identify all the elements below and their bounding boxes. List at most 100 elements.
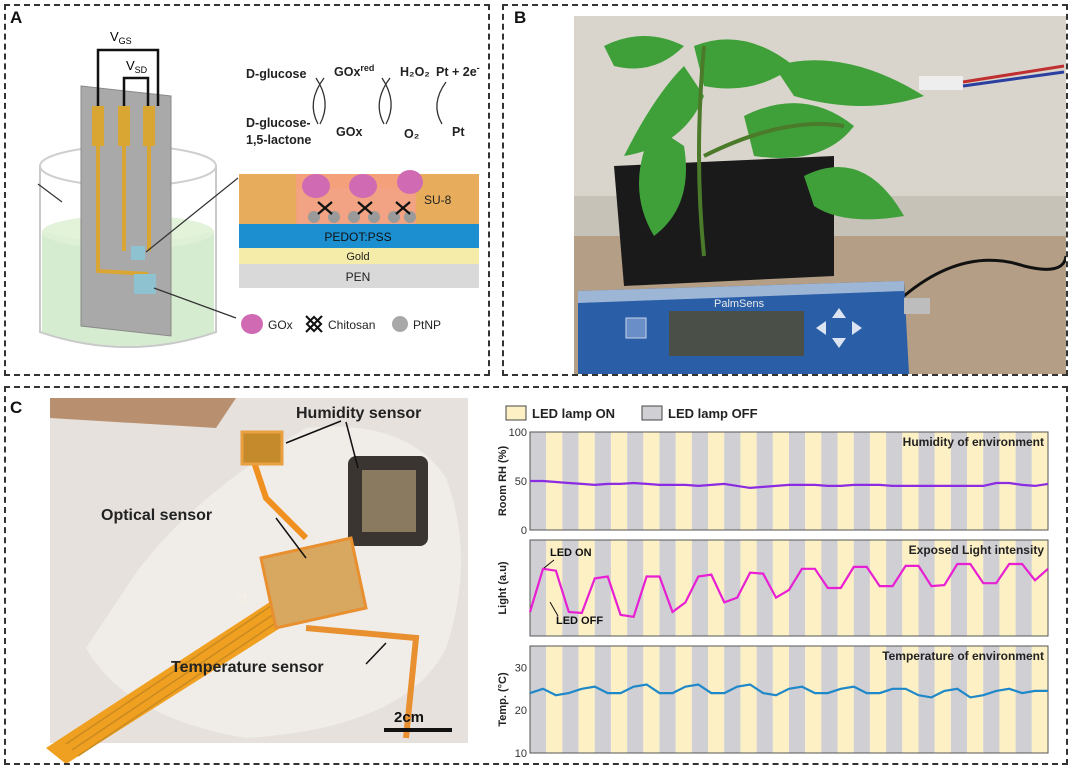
stripe-on bbox=[740, 432, 757, 530]
y-tick-label: 100 bbox=[509, 427, 527, 439]
stripe-on bbox=[934, 540, 951, 636]
stripe-on bbox=[708, 540, 725, 636]
stripe-off bbox=[789, 432, 806, 530]
stripe-off bbox=[627, 540, 644, 636]
series-line-1 bbox=[528, 562, 1049, 619]
stripe-on bbox=[610, 540, 628, 636]
panel-c-photo: d Humidity sensor Optical sensor Tempera… bbox=[46, 398, 468, 763]
stripe-on bbox=[999, 646, 1016, 753]
stripe-on bbox=[902, 432, 919, 530]
stripe-on bbox=[675, 432, 692, 530]
stripe-off bbox=[691, 646, 709, 753]
stripe-off bbox=[530, 646, 547, 753]
stripe-on bbox=[546, 540, 563, 636]
stripe-on bbox=[675, 646, 692, 753]
annotation-arrow-off bbox=[549, 601, 559, 617]
stripe-on bbox=[837, 646, 854, 753]
y-tick-label: 20 bbox=[515, 705, 527, 717]
pt-2e-text: Pt + 2e- bbox=[436, 63, 480, 79]
panel-a: A VGS VSD bbox=[4, 4, 490, 376]
stripe-off bbox=[724, 432, 741, 530]
legend-on-swatch bbox=[505, 405, 527, 421]
stripe-off bbox=[918, 646, 935, 753]
stripe-on bbox=[805, 432, 822, 530]
stripe-on bbox=[708, 432, 725, 530]
stripe-on bbox=[869, 432, 887, 530]
stripe-on bbox=[772, 432, 789, 530]
plant bbox=[604, 36, 924, 236]
o2-text: O₂ bbox=[404, 127, 419, 141]
ptnp-legend-icon bbox=[392, 316, 408, 332]
stripe-on bbox=[1031, 540, 1048, 636]
stripe-on bbox=[643, 540, 660, 636]
humidity-sensor-label: Humidity sensor bbox=[296, 405, 421, 422]
legend-off-swatch bbox=[641, 405, 663, 421]
device-brand-text: PalmSens bbox=[714, 298, 765, 310]
lactone-text-1: D-glucose- bbox=[246, 116, 311, 130]
stripe-off bbox=[918, 432, 935, 530]
stripe-on bbox=[934, 646, 951, 753]
stripe-on bbox=[902, 540, 919, 636]
stripe-off bbox=[691, 540, 709, 636]
stripe-off bbox=[594, 432, 611, 530]
vsd-label: VSD bbox=[126, 58, 148, 75]
gox-red-text: GOxred bbox=[334, 63, 374, 79]
panel-b: B bbox=[502, 4, 1068, 376]
panel-a-label: A bbox=[10, 8, 23, 27]
d-glucose-text: D-glucose bbox=[246, 67, 306, 81]
su8-label: SU-8 bbox=[424, 193, 452, 207]
stripe-off bbox=[918, 540, 935, 636]
stripe-on bbox=[837, 540, 854, 636]
stripe-on bbox=[578, 432, 595, 530]
humidity-chip-small bbox=[240, 430, 284, 466]
gox-legend-icon bbox=[241, 314, 263, 334]
stripe-on bbox=[772, 540, 789, 636]
pen-label: PEN bbox=[346, 270, 371, 284]
stripe-off bbox=[886, 432, 903, 530]
gold-label: Gold bbox=[346, 251, 369, 263]
stripe-off bbox=[853, 540, 870, 636]
stripe-on bbox=[837, 432, 854, 530]
on-off-stripes bbox=[530, 432, 1048, 753]
electrode-chip bbox=[80, 85, 172, 337]
plot-title-2: Temperature of environment bbox=[882, 649, 1044, 663]
stripe-off bbox=[627, 646, 644, 753]
stripe-off bbox=[691, 432, 709, 530]
legend-chitosan-text: Chitosan bbox=[328, 318, 375, 332]
stripe-off bbox=[983, 540, 1000, 636]
stripe-on bbox=[999, 432, 1016, 530]
stripe-on bbox=[869, 540, 887, 636]
y-tick-label: 0 bbox=[521, 525, 527, 537]
stripe-off bbox=[562, 646, 579, 753]
stripe-on bbox=[675, 540, 692, 636]
leaf-sensor bbox=[919, 76, 963, 90]
stripe-off bbox=[853, 646, 870, 753]
stripe-on bbox=[1031, 432, 1048, 530]
stripe-on bbox=[967, 432, 984, 530]
pedot-label: PEDOT:PSS bbox=[324, 230, 391, 244]
temperature-sensor-label: Temperature sensor bbox=[171, 659, 324, 676]
stripe-off bbox=[853, 432, 870, 530]
stripe-off bbox=[789, 540, 806, 636]
legend-off-text: LED lamp OFF bbox=[668, 406, 758, 421]
device-buttons bbox=[816, 308, 862, 348]
stripe-off bbox=[659, 432, 676, 530]
y-tick-label: 50 bbox=[515, 476, 527, 488]
vgs-label: VGS bbox=[110, 29, 132, 46]
plot-frame bbox=[529, 645, 1049, 754]
stripe-off bbox=[1015, 432, 1032, 530]
stripe-on bbox=[643, 432, 660, 530]
stripe-on bbox=[869, 646, 887, 753]
d-marker: d bbox=[238, 590, 247, 606]
panel-b-photo: PalmSens bbox=[574, 16, 1066, 374]
stripe-on bbox=[740, 646, 757, 753]
stripe-off bbox=[950, 432, 968, 530]
stripe-on bbox=[772, 646, 789, 753]
panel-b-label: B bbox=[514, 8, 527, 27]
stripe-off bbox=[562, 432, 579, 530]
stripe-off bbox=[756, 646, 773, 753]
stripe-off bbox=[724, 646, 741, 753]
stripe-off bbox=[886, 540, 903, 636]
panel-c-charts: LED lamp ON LED lamp OFF Humidity of env… bbox=[497, 405, 1049, 760]
stripe-off bbox=[659, 646, 676, 753]
